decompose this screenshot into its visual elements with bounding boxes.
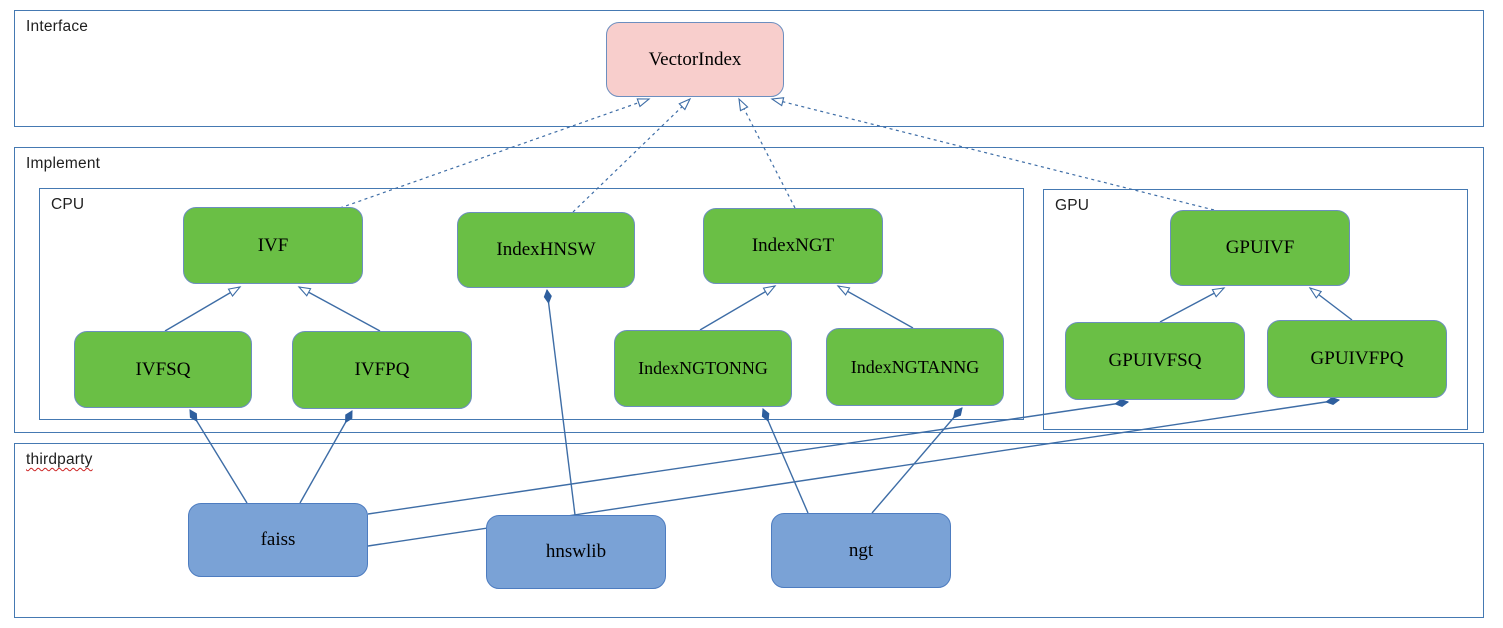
node-ivfpq-label: IVFPQ — [354, 359, 410, 380]
container-gpu-label: GPU — [1055, 197, 1090, 214]
node-vectorindex-label: VectorIndex — [648, 48, 742, 70]
node-ngt[interactable]: ngt — [771, 513, 951, 588]
node-indexngt[interactable]: IndexNGT — [703, 208, 883, 284]
edge-ivfpq-ivf[interactable] — [297, 286, 381, 332]
node-gpuivfsq[interactable]: GPUIVFSQ — [1065, 322, 1245, 400]
node-indexhnsw[interactable]: IndexHNSW — [457, 212, 635, 288]
container-thirdparty-label: thirdparty — [26, 451, 93, 468]
edge-ngt-indexngtonng[interactable] — [763, 409, 809, 514]
node-faiss-label: faiss — [260, 529, 296, 550]
container-implement[interactable]: Implement — [14, 147, 1484, 433]
node-gpuivfpq[interactable]: GPUIVFPQ — [1267, 320, 1447, 398]
node-gpuivf-label: GPUIVF — [1225, 237, 1295, 258]
container-implement-label: Implement — [26, 155, 101, 172]
node-gpuivfsq-label: GPUIVFSQ — [1108, 350, 1202, 371]
node-indexngtanng[interactable]: IndexNGTANNG — [826, 328, 1004, 406]
edge-indexngt-vectorindex[interactable] — [738, 97, 796, 209]
node-gpuivfpq-label: GPUIVFPQ — [1310, 348, 1404, 369]
node-ivf-label: IVF — [257, 234, 289, 256]
node-ivfsq-label: IVFSQ — [135, 358, 191, 380]
edge-indexngtonng-indexngt[interactable] — [699, 285, 777, 331]
node-hnswlib[interactable]: hnswlib — [486, 515, 666, 589]
node-gpuivf[interactable]: GPUIVF — [1170, 210, 1350, 286]
edge-ivf-vectorindex[interactable] — [339, 98, 651, 209]
edge-gpuivfpq-gpuivf[interactable] — [1308, 287, 1353, 321]
edge-gpuivfsq-gpuivf[interactable] — [1159, 287, 1226, 323]
container-gpu[interactable]: GPU — [1043, 189, 1468, 430]
node-ivfsq[interactable]: IVFSQ — [74, 331, 252, 408]
node-hnswlib-label: hnswlib — [545, 541, 607, 562]
edge-indexngtanng-indexngt[interactable] — [836, 285, 914, 329]
edge-gpuivf-vectorindex[interactable] — [770, 97, 1215, 211]
node-indexngtanng-label: IndexNGTANNG — [850, 356, 980, 377]
container-cpu-label: CPU — [51, 196, 85, 213]
container-interface[interactable]: Interface — [14, 10, 1484, 127]
edge-faiss-ivfpq[interactable] — [299, 411, 353, 504]
node-ivfpq[interactable]: IVFPQ — [292, 331, 472, 409]
edge-faiss-gpuivfsq[interactable] — [367, 402, 1128, 515]
edge-ngt-indexngtanng[interactable] — [871, 408, 962, 514]
edge-indexhnsw-vectorindex[interactable] — [572, 97, 692, 213]
node-indexngt-label: IndexNGT — [751, 235, 835, 256]
container-cpu[interactable]: CPU — [39, 188, 1024, 420]
node-indexhnsw-label: IndexHNSW — [496, 239, 596, 260]
edge-hnswlib-indexhnsw[interactable] — [547, 290, 576, 516]
node-faiss[interactable]: faiss — [188, 503, 368, 577]
node-indexngtonng[interactable]: IndexNGTONNG — [614, 330, 792, 407]
node-ivf[interactable]: IVF — [183, 207, 363, 284]
node-indexngtonng-label: IndexNGTONNG — [638, 358, 768, 378]
container-thirdparty[interactable]: thirdparty — [14, 443, 1484, 618]
edge-faiss-ivfsq[interactable] — [189, 410, 248, 504]
edge-ivfsq-ivf[interactable] — [164, 286, 242, 332]
container-interface-label: Interface — [26, 18, 89, 35]
node-ngt-label: ngt — [848, 539, 874, 561]
node-vectorindex[interactable]: VectorIndex — [606, 22, 784, 97]
